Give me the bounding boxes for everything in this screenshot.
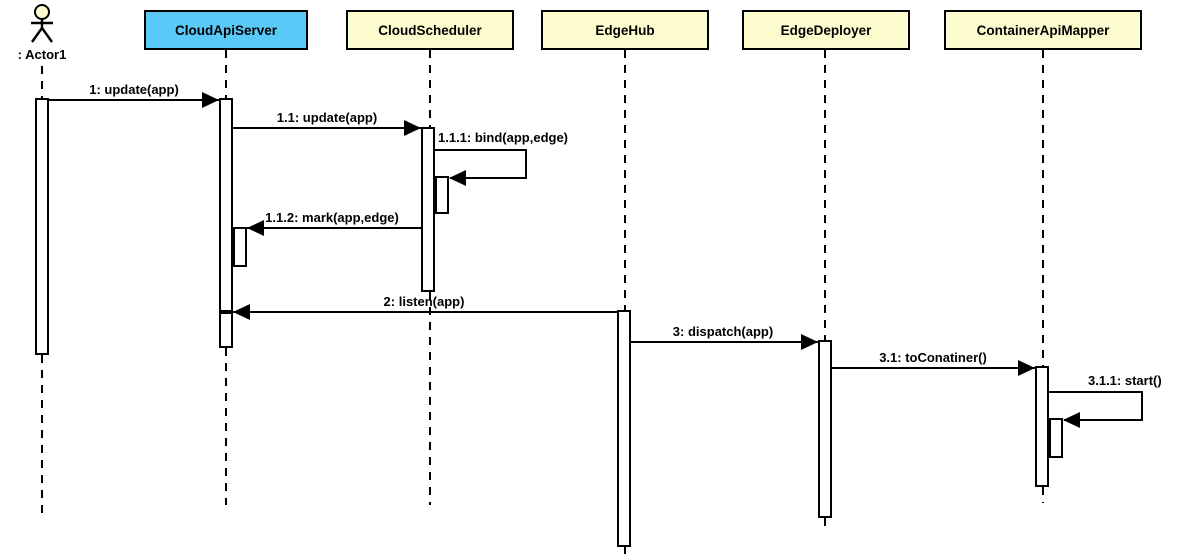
message-label-3-1: 3.1: toConatiner() [879,350,987,365]
message-line-1-1-1-down [525,149,527,179]
message-line-3-1 [832,367,1035,369]
activation-cloudscheduler-nested [435,176,449,214]
lifeline-cloudapiserver [225,50,227,98]
participant-edgehub: EdgeHub [541,10,709,50]
actor-icon [31,4,53,43]
activation-containerapimapper-nested [1049,418,1063,458]
message-label-3: 3: dispatch(app) [672,324,774,339]
message-label-1-1: 1.1: update(app) [276,110,378,125]
lifeline-edgehub [624,547,626,554]
message-line-1-1-1-return [450,177,527,179]
arrowhead-right-icon [1018,360,1035,376]
message-line-1-1-1-out [435,149,527,151]
activation-cloudapiserver-nested [233,227,247,267]
activation-actor [35,98,49,355]
lifeline-actor [41,66,43,98]
activation-containerapimapper-main [1035,366,1049,487]
lifeline-edgehub [624,50,626,310]
activation-cloudapiserver-main [219,98,233,312]
message-label-1: 1: update(app) [89,82,179,97]
participant-label: CloudApiServer [174,22,278,38]
arrowhead-right-icon [801,334,818,350]
actor-name: : Actor1 [17,47,67,62]
activation-cloudscheduler-main [421,127,435,292]
lifeline-containerapimapper [1042,487,1044,503]
participant-label: CloudScheduler [378,22,482,38]
activation-edgehub [617,310,631,547]
arrowhead-left-icon [449,170,466,186]
message-line-3-1-1-down [1141,391,1143,421]
message-line-3-1-1-return [1064,419,1143,421]
message-line-1-1-2 [247,227,421,229]
message-line-3-1-1-out [1049,391,1143,393]
message-line-3 [631,341,818,343]
lifeline-cloudapiserver [225,348,227,505]
message-label-1-1-1: 1.1.1: bind(app,edge) [438,130,569,145]
participant-edgedeployer: EdgeDeployer [742,10,910,50]
message-line-1 [49,99,219,101]
message-line-2 [233,311,617,313]
arrowhead-left-icon [1063,412,1080,428]
arrowhead-right-icon [404,120,421,136]
lifeline-edgedeployer [824,518,826,533]
message-label-1-1-2: 1.1.2: mark(app,edge) [265,210,399,225]
message-label-3-1-1: 3.1.1: start() [1088,373,1162,388]
lifeline-cloudscheduler [429,50,431,127]
participant-cloudapiserver: CloudApiServer [144,10,308,50]
participant-label: EdgeHub [595,22,655,38]
lifeline-actor [41,355,43,516]
message-line-1-1 [233,127,421,129]
activation-edgedeployer [818,340,832,518]
participant-label: ContainerApiMapper [976,22,1110,38]
lifeline-edgedeployer [824,50,826,340]
lifeline-cloudscheduler [429,292,431,505]
activation-cloudapiserver-listen [219,312,233,348]
message-label-2: 2: listen(app) [383,294,465,309]
participant-label: EdgeDeployer [780,22,872,38]
arrowhead-right-icon [202,92,219,108]
arrowhead-left-icon [247,220,264,236]
arrowhead-left-icon [233,304,250,320]
lifeline-containerapimapper [1042,50,1044,366]
participant-containerapimapper: ContainerApiMapper [944,10,1142,50]
participant-cloudscheduler: CloudScheduler [346,10,514,50]
